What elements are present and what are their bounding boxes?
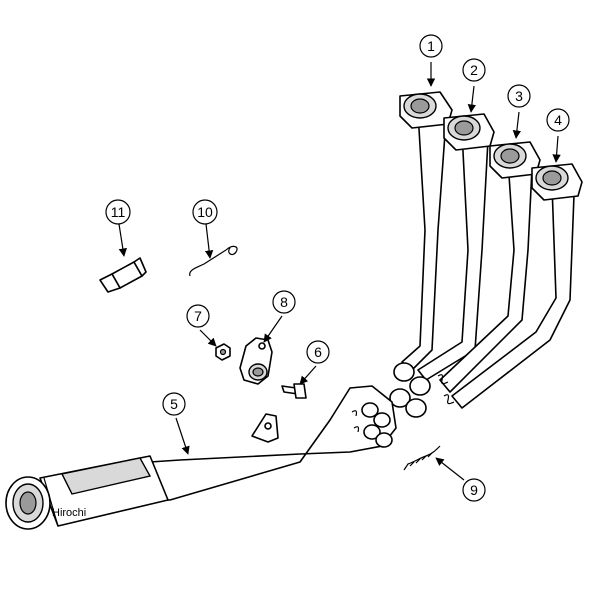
- callout-7: 7: [186, 304, 210, 328]
- callout-label: 7: [194, 308, 202, 324]
- spring: [403, 445, 441, 471]
- callout-8: 8: [272, 290, 296, 314]
- callout-5: 5: [162, 392, 186, 416]
- callout-label: 9: [470, 482, 478, 498]
- flange-4: [531, 163, 583, 201]
- grease-tube: [99, 257, 147, 293]
- callout-3: 3: [507, 84, 531, 108]
- callout-label: 10: [197, 204, 213, 220]
- callout-label: 3: [515, 88, 523, 104]
- muffler: [5, 385, 397, 530]
- callout-label: 4: [554, 112, 562, 128]
- spring-hook: [189, 245, 238, 277]
- watermark-text: Hirochi: [52, 507, 87, 519]
- callout-1: 1: [419, 34, 443, 58]
- callout-label: 2: [470, 62, 478, 78]
- callout-label: 8: [280, 294, 288, 310]
- callout-11: 11: [105, 199, 131, 225]
- bracket: [239, 337, 273, 385]
- header-outlets: [389, 362, 455, 418]
- callout-4: 4: [546, 108, 570, 132]
- callout-6: 6: [306, 340, 330, 364]
- header-pipes: [389, 91, 583, 418]
- callout-label: 11: [111, 204, 126, 220]
- callout-2: 2: [462, 58, 486, 82]
- callout-label: 1: [427, 38, 435, 54]
- nut: [215, 343, 231, 361]
- callout-label: 6: [314, 344, 322, 360]
- bolt: [281, 383, 307, 399]
- flange-2: [443, 113, 495, 151]
- callout-9: 9: [462, 478, 486, 502]
- callout-label: 5: [170, 396, 178, 412]
- callout-leaders: [118, 62, 561, 481]
- callout-10: 10: [192, 199, 218, 225]
